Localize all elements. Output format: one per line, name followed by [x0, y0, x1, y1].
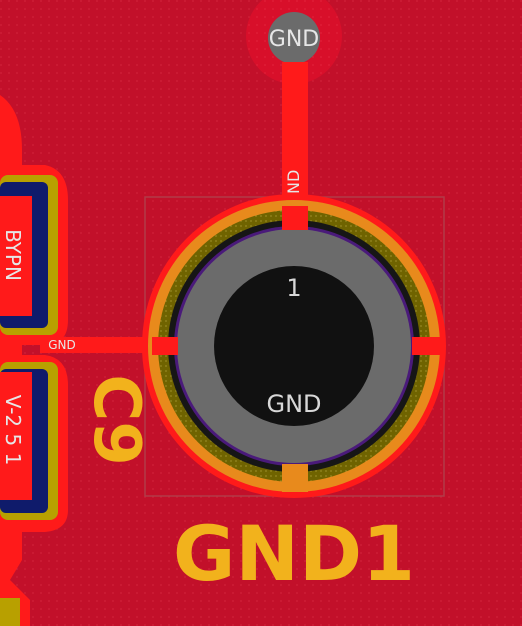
pad-drill-hole: [214, 266, 374, 426]
via-gnd[interactable]: GND: [246, 0, 342, 84]
trace-horizontal-label: GND: [48, 338, 76, 352]
pad-spoke-left: [152, 337, 178, 355]
left-pad-bottom-text: V-2 5 1: [1, 395, 25, 466]
left-pad-top-copper: [0, 196, 32, 316]
pad-number: 1: [286, 274, 301, 302]
left-pad-bottom-copper: [0, 372, 32, 500]
pad-net-label: GND: [266, 390, 321, 418]
component-ref-c9: C9: [79, 374, 153, 466]
pad-spoke-bottom: [282, 464, 308, 492]
through-hole-pad-gnd[interactable]: 1 GND: [142, 194, 446, 498]
pad-spoke-right: [412, 337, 440, 355]
via-pad: [268, 12, 320, 64]
pad-spoke-top: [282, 206, 308, 230]
left-pad-small: [0, 598, 20, 626]
via-label: GND: [269, 27, 319, 52]
left-pad-top-text: BYPN: [1, 229, 25, 281]
designator-gnd1: GND1: [173, 509, 415, 598]
left-component-c9[interactable]: BYPN V-2 5 1 C9: [0, 95, 153, 626]
trace-vertical[interactable]: [282, 62, 308, 207]
